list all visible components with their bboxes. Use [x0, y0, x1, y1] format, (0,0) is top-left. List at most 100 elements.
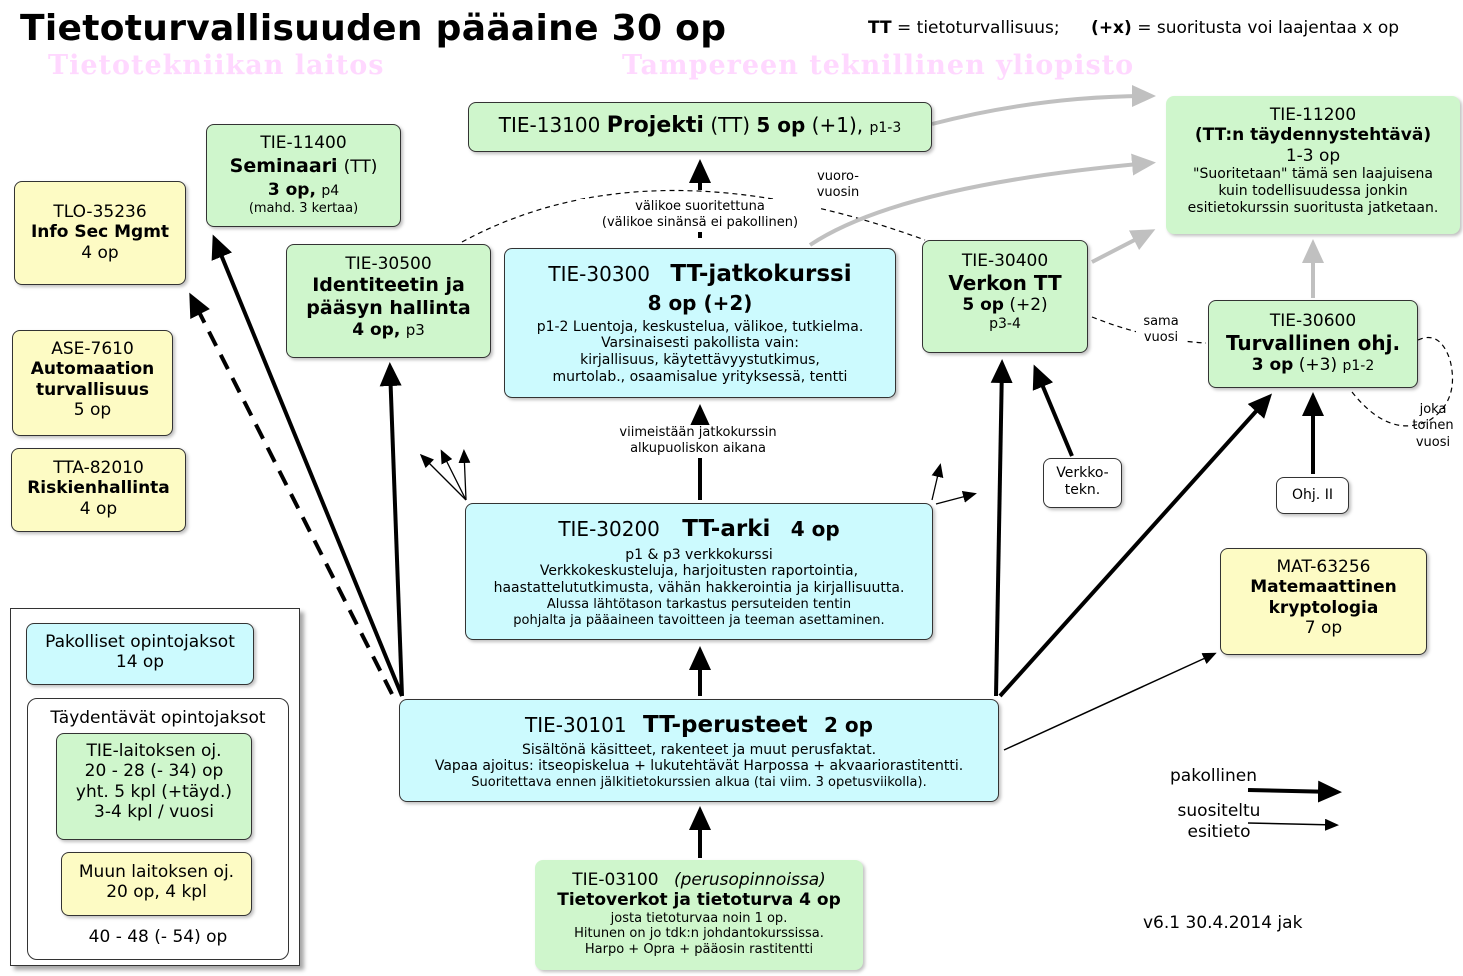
course-name: Verkon TT: [948, 271, 1062, 296]
course-code: TIE-30200: [558, 517, 660, 541]
course-projekti: TIE-13100 Projekti (TT) 5 op (+1), p1-3: [468, 102, 932, 152]
abbr-text: = tietoturvallisuus;: [897, 18, 1060, 38]
course-perusteet: TIE-30101 TT-perusteet 2 op Sisältönä kä…: [399, 699, 999, 802]
course-credits: 1-3 op: [1285, 145, 1341, 166]
course-code: TLO-35236: [53, 202, 147, 222]
course-desc-line3: Harpo + Opra + pääosin rastitentti: [584, 941, 814, 957]
watermark-right: Tampereen teknillinen yliopisto: [622, 50, 1135, 81]
course-verkon-tt: TIE-30400 Verkon TT 5 op (+2) p3-4: [922, 240, 1088, 353]
course-name: TT-jatkokurssi: [670, 261, 852, 287]
note-vuorovuosin: vuoro- vuosin: [806, 169, 870, 202]
course-desc-line3: Suoritettava ennen jälkitietokurssien al…: [471, 775, 927, 791]
legend-pakollinen-label: pakollinen: [1170, 766, 1258, 786]
course-note: (mahd. 3 kertaa): [248, 200, 359, 216]
legend-pakolliset: Pakolliset opintojaksot 14 op: [26, 623, 254, 685]
course-code: MAT-63256: [1276, 557, 1371, 577]
course-name: TT-perusteet: [642, 712, 808, 738]
label-line1: Verkko-: [1056, 465, 1109, 481]
course-name-line1: Automaation: [30, 359, 155, 380]
course-name: TT-arki: [682, 516, 771, 542]
course-desc-line4: murtolab., osaamisalue yrityksessä, tent…: [552, 368, 848, 385]
course-desc-line1: josta tietoturvaa noin 1 op.: [610, 910, 788, 926]
course-desc-line2: Varsinaisesti pakollista vain:: [601, 335, 799, 352]
course-credits: 7 op: [1304, 618, 1343, 639]
course-period: p4: [321, 183, 340, 200]
course-period: p1-2: [1342, 358, 1375, 375]
course-name: Riskienhallinta: [27, 478, 170, 499]
course-credits: 2 op: [824, 713, 873, 737]
course-code: TIE-30101: [525, 713, 627, 737]
course-name: Seminaari: [229, 155, 338, 178]
course-arki: TIE-30200 TT-arki 4 op p1 & p3 verkkokur…: [465, 503, 933, 640]
course-code: TIE-30500: [345, 254, 432, 274]
course-name: Tietoverkot ja tietoturva 4 op: [557, 890, 841, 911]
legend-taydentavat-title: Täydentävät opintojaksot: [50, 708, 266, 728]
course-credits: 8 op (+2): [647, 290, 753, 315]
legend-line: Muun laitoksen oj.: [78, 862, 235, 882]
note-line: vuosi: [1143, 330, 1179, 346]
course-credits: 4 op,: [352, 319, 401, 340]
course-code: TIE-30400: [961, 251, 1049, 271]
note-line: vuosin: [816, 185, 860, 201]
course-taydennys: TIE-11200 (TT:n täydennystehtävä) 1-3 op…: [1166, 96, 1460, 234]
course-credits: 4 op: [79, 498, 118, 519]
course-identiteetti: TIE-30500 Identiteetin ja pääsyn hallint…: [286, 244, 491, 358]
course-extension: (+1),: [811, 113, 864, 137]
course-desc-line2: Hitunen on jo tdk:n johdantokurssissa.: [574, 926, 824, 942]
course-code: TIE-11400: [260, 133, 347, 153]
legend-line: suositeltu: [1177, 801, 1261, 821]
course-name-line2: kryptologia: [1268, 597, 1379, 618]
course-extension: (+3): [1298, 355, 1338, 376]
note-valikoe: välikoe suoritettuna (välikoe sinänsä ei…: [580, 199, 820, 232]
course-desc-line1: "Suoritetaan" tämä sen laajuisena: [1193, 166, 1433, 183]
tt-mark: (TT): [710, 113, 750, 137]
legend-line: esitieto: [1187, 822, 1251, 843]
course-desc-line2: kuin todellisuudessa jonkin: [1218, 182, 1408, 199]
course-riski: TTA-82010 Riskienhallinta 4 op: [11, 448, 186, 532]
course-mat: MAT-63256 Matemaattinen kryptologia 7 op: [1220, 548, 1427, 655]
course-code: TIE-30300: [548, 262, 650, 286]
course-credits: 3 op: [1251, 355, 1294, 376]
version-label: v6.1 30.4.2014 jak: [1143, 913, 1303, 933]
course-desc-line1: p1-2 Luentoja, keskustelua, välikoe, tut…: [536, 318, 864, 335]
course-period: p3: [405, 320, 425, 339]
course-code: TIE-11200: [1269, 105, 1357, 125]
legend-line: TIE-laitoksen oj.: [86, 741, 222, 761]
legend-muun-laitos: Muun laitoksen oj. 20 op, 4 kpl: [61, 852, 252, 916]
course-name: Turvallinen ohj.: [1225, 331, 1401, 356]
course-extension: (+2): [1009, 295, 1048, 316]
legend-line: 20 op, 4 kpl: [106, 882, 207, 903]
course-desc-line1: p1 & p3 verkkokurssi: [625, 546, 773, 563]
course-desc-line5: pohjalta ja pääaineen tavoitteen ja teem…: [513, 612, 885, 628]
course-desc-line3: esitietokurssin suoritusta jatketaan.: [1187, 199, 1439, 216]
legend-label: Pakolliset opintojaksot: [45, 632, 235, 652]
note-line: vuoro-: [817, 169, 859, 184]
note-line: alkupuoliskon aikana: [630, 441, 766, 457]
course-credits: 5 op: [73, 400, 112, 421]
course-name-line2: turvallisuus: [35, 379, 150, 400]
course-desc-line2: Verkkokeskusteluja, harjoitusten raporto…: [539, 563, 859, 580]
legend-tie-laitos: TIE-laitoksen oj. 20 - 28 (- 34) op yht.…: [56, 733, 252, 840]
course-desc-line1: Sisältönä käsitteet, rakenteet ja muut p…: [521, 741, 877, 758]
course-automaatio: ASE-7610 Automaation turvallisuus 5 op: [12, 330, 173, 436]
note-line: (välikoe sinänsä ei pakollinen): [601, 215, 799, 231]
note-line: joka: [1419, 402, 1447, 417]
ext-text: = suoritusta voi laajentaa x op: [1137, 18, 1400, 38]
legend-total: 40 - 48 (- 54) op: [88, 927, 228, 947]
abbr-key: TT: [868, 18, 892, 38]
course-tietoverkot: TIE-03100 (perusopinnoissa) Tietoverkot …: [535, 860, 863, 970]
course-ohj2: Ohj. II: [1276, 477, 1349, 514]
tt-mark: (TT): [343, 157, 378, 178]
legend-suositeltu-label: suositeltu esitieto: [1165, 801, 1273, 844]
legend-value: 14 op: [115, 652, 165, 673]
course-name-line2: pääsyn hallinta: [306, 297, 471, 320]
course-name-line1: Matemaattinen: [1250, 577, 1397, 598]
course-period: p3-4: [989, 315, 1021, 332]
note-line: vuosi: [1415, 434, 1451, 450]
course-credits: 4 op: [81, 242, 119, 263]
note-joka-toinen-vuosi: joka toinen vuosi: [1408, 402, 1458, 451]
watermark-left: Tietotekniikan laitos: [48, 50, 385, 81]
course-period: p1-3: [869, 120, 902, 136]
course-name: Info Sec Mgmt: [30, 222, 170, 243]
